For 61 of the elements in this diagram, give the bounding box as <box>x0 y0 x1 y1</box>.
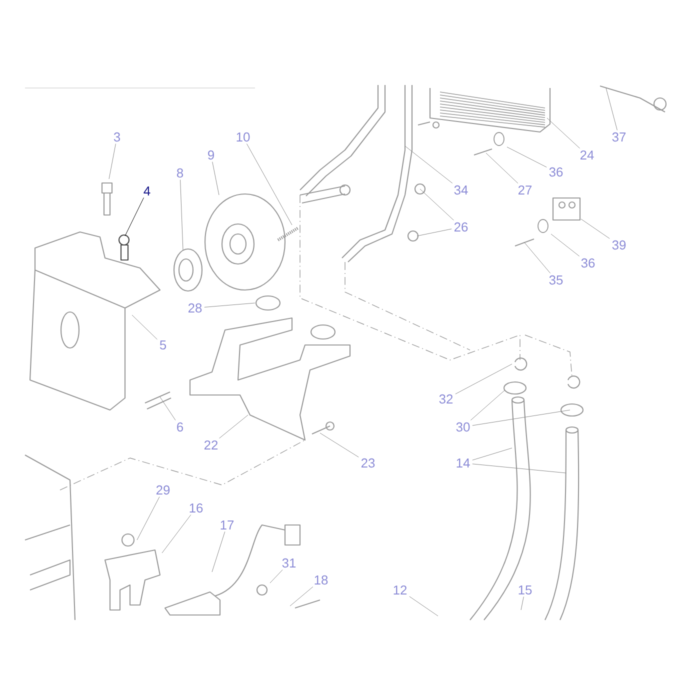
callout-number: 10 <box>236 132 250 142</box>
callout-number: 27 <box>518 185 532 195</box>
callout-number: 14 <box>456 458 470 468</box>
callout-number: 26 <box>454 222 468 232</box>
callout-number: 6 <box>177 422 184 432</box>
callout-number: 29 <box>156 485 170 495</box>
leader-line <box>472 448 512 460</box>
callout-number: 22 <box>204 440 218 450</box>
callout-number: 37 <box>612 132 626 142</box>
callout-number: 30 <box>456 422 470 432</box>
callout-number: 34 <box>454 185 468 195</box>
callout-number: 23 <box>361 458 375 468</box>
callout-number: 36 <box>581 258 595 268</box>
leader-line <box>420 188 454 220</box>
leader-line <box>108 144 116 180</box>
callout-number: 18 <box>314 575 328 585</box>
callout-number: 3 <box>114 132 120 142</box>
leader-line <box>470 390 506 420</box>
leader-line <box>506 146 547 168</box>
callout-number: 4 <box>144 186 150 196</box>
leader-line <box>606 88 618 130</box>
leader-line <box>404 146 453 184</box>
callout-number: 28 <box>188 303 202 313</box>
leader-line <box>124 197 144 236</box>
leader-line <box>320 432 359 458</box>
callout-number: 31 <box>282 558 296 568</box>
callout-number: 39 <box>612 240 626 250</box>
leader-line <box>486 152 518 184</box>
leader-line <box>219 414 248 439</box>
leader-line <box>455 364 512 394</box>
callout-number: 35 <box>549 275 563 285</box>
callout-number: 24 <box>580 150 594 160</box>
leader-line <box>162 514 192 554</box>
callout-number: 36 <box>549 167 563 177</box>
callout-number: 12 <box>394 585 407 595</box>
leader-line <box>409 596 438 616</box>
callout-number: 5 <box>160 340 166 350</box>
leader-line <box>524 242 551 274</box>
leader-line <box>212 162 220 196</box>
callout-number: 32 <box>439 394 453 404</box>
leader-line <box>416 228 452 236</box>
leader-line <box>212 531 226 572</box>
leader-line <box>472 410 570 426</box>
leader-line <box>472 464 566 474</box>
callout-number: 9 <box>208 150 214 160</box>
leader-line <box>160 396 176 420</box>
leader-line <box>550 234 580 256</box>
callout-number: 17 <box>220 520 234 530</box>
leader-line <box>246 144 292 226</box>
leader-line <box>290 586 314 606</box>
leader-line <box>180 180 184 250</box>
leader-line <box>270 570 283 584</box>
leader-line <box>580 218 610 239</box>
callout-number: 8 <box>176 168 184 178</box>
leader-line <box>136 496 160 540</box>
leader-line <box>520 596 524 610</box>
leader-line <box>546 118 580 149</box>
leader-line <box>132 314 158 340</box>
callout-number: 15 <box>518 586 532 595</box>
leader-line <box>204 302 256 308</box>
callout-number: 16 <box>190 503 203 513</box>
